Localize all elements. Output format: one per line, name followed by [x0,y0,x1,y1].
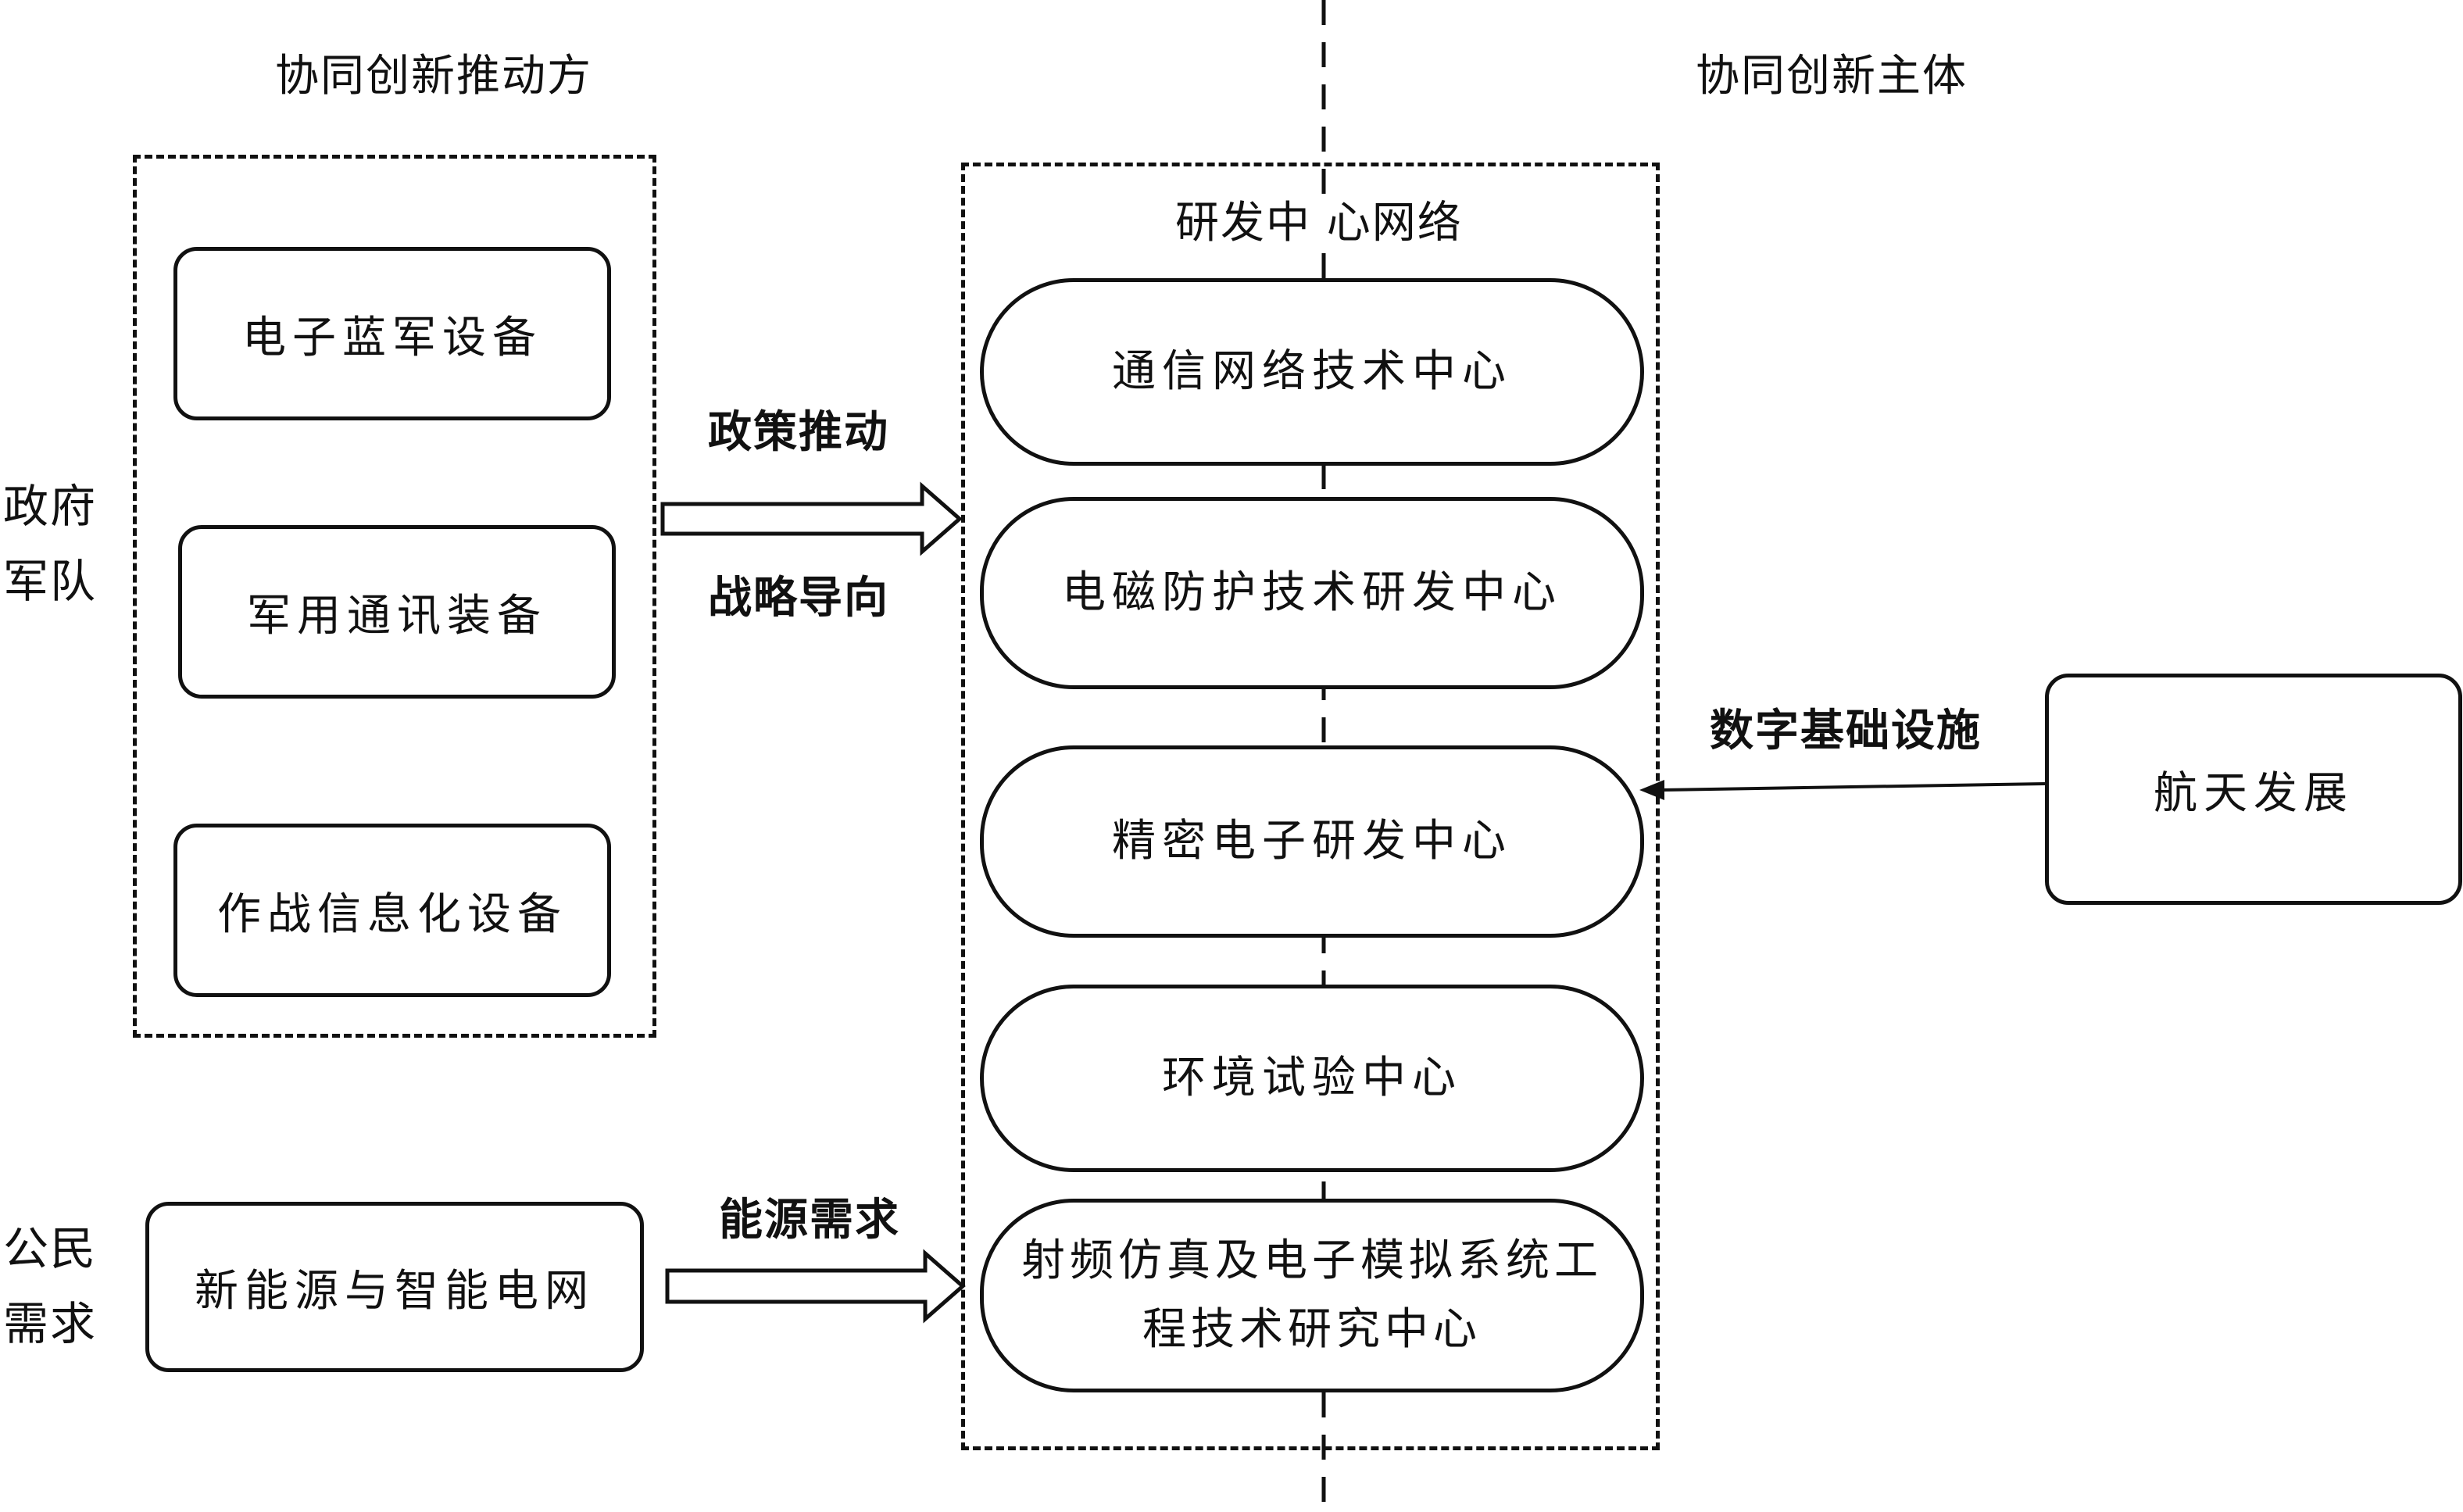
box-military-comm-equipment: 军用通讯装备 [178,525,616,699]
energy-arrow [665,1249,966,1324]
digital-arrow-line [1660,782,2046,792]
label-military: 军队 [3,555,98,608]
label-digital-infrastructure: 数字基础设施 [1710,706,1982,756]
rd-network-title: 研发中 心网络 [1172,202,1466,245]
center-em-protection: 电磁防护技术研发中心 [980,497,1644,689]
box-electronic-blue-army: 电子蓝军设备 [173,247,611,420]
label-energy-demand: 能源需求 [719,1195,900,1246]
label-demand: 需求 [3,1297,98,1350]
heading-innovation-subjects: 协同创新主体 [1696,51,1968,102]
heading-driving-parties: 协同创新推动方 [275,51,592,102]
rd-network-group [961,163,1660,1450]
label-policy-push: 政策推动 [708,407,889,458]
center-precision-electronics: 精密电子研发中心 [980,745,1644,938]
label-citizen-demand: 公民 需求 [3,1211,97,1361]
center-environmental-testing: 环境试验中心 [980,985,1644,1172]
center-rf-simulation: 射频仿真及电子模拟系统工程技术研究中心 [980,1199,1644,1392]
label-gov: 政府 [3,480,98,533]
box-new-energy-smart-grid: 新能源与智能电网 [145,1202,644,1372]
box-aerospace-development: 航天发展 [2045,674,2462,905]
label-gov-military: 政府 军队 [3,469,97,619]
policy-arrow [660,481,963,556]
label-citizen: 公民 [3,1222,98,1275]
box-combat-info-equipment: 作战信息化设备 [173,824,611,997]
center-communication-network: 通信网络技术中心 [980,278,1644,466]
label-strategic-guidance: 战略导向 [708,573,889,624]
driving-parties-group [133,155,656,1038]
